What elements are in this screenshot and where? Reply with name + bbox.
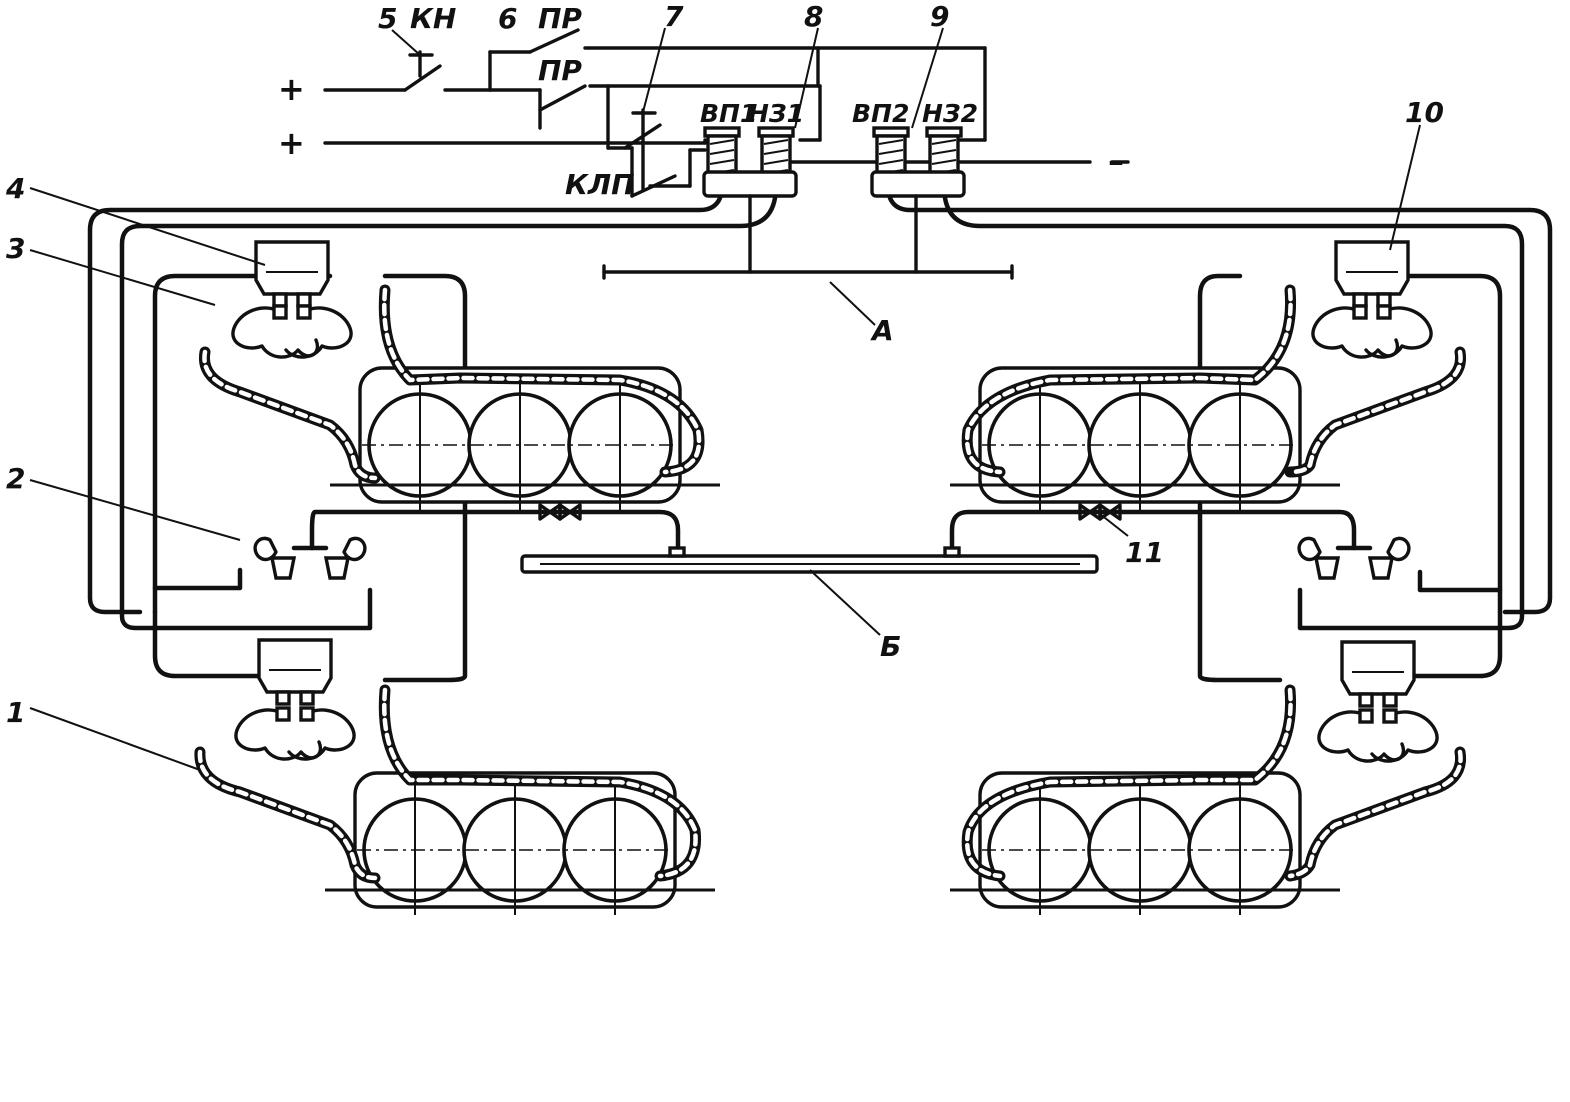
label-nz1: НЗ1 bbox=[748, 99, 804, 128]
sander-left-top bbox=[231, 304, 353, 359]
label-pr-top: ПР bbox=[538, 2, 582, 35]
label-3: 3 bbox=[6, 232, 25, 265]
label-a: А bbox=[870, 314, 894, 347]
sander-right-bottom bbox=[1317, 708, 1439, 763]
label-1: 1 bbox=[6, 696, 25, 729]
sander-right-top bbox=[1311, 304, 1433, 359]
pneumatic-lines bbox=[87, 194, 1553, 683]
label-8: 8 bbox=[804, 0, 823, 33]
label-5: 5 bbox=[378, 2, 397, 35]
label-4: 4 bbox=[5, 172, 25, 205]
label-plus-2: + bbox=[278, 124, 305, 162]
label-plus-1: + bbox=[278, 70, 305, 108]
sand-hoses bbox=[194, 284, 1467, 884]
hopper-left-top bbox=[254, 240, 330, 308]
label-2: 2 bbox=[6, 462, 25, 495]
label-9: 9 bbox=[930, 0, 949, 33]
hopper-right-bottom bbox=[1340, 640, 1416, 708]
label-7: 7 bbox=[664, 0, 684, 33]
leader-lines bbox=[29, 27, 1421, 771]
label-vp2: ВП2 bbox=[852, 99, 909, 128]
hopper-left-bottom bbox=[257, 638, 333, 706]
label-11: 11 bbox=[1125, 536, 1164, 569]
labels: 1 2 3 4 5 КН 6 ПР ПР 7 8 9 ВП1 НЗ1 ВП2 Н… bbox=[5, 0, 1444, 729]
label-pr-mid: ПР bbox=[538, 54, 582, 87]
label-kn: КН bbox=[410, 2, 456, 35]
label-nz2: НЗ2 bbox=[922, 99, 978, 128]
label-minus: – bbox=[1108, 142, 1124, 180]
label-6: 6 bbox=[498, 2, 517, 35]
label-10: 10 bbox=[1405, 96, 1444, 129]
label-b: Б bbox=[880, 630, 901, 663]
label-vp1: ВП1 bbox=[700, 99, 757, 128]
label-klp: КЛП bbox=[565, 168, 635, 201]
control-circuit bbox=[323, 28, 1130, 198]
hopper-right-top bbox=[1334, 240, 1410, 308]
sander-left-bottom bbox=[234, 706, 356, 761]
